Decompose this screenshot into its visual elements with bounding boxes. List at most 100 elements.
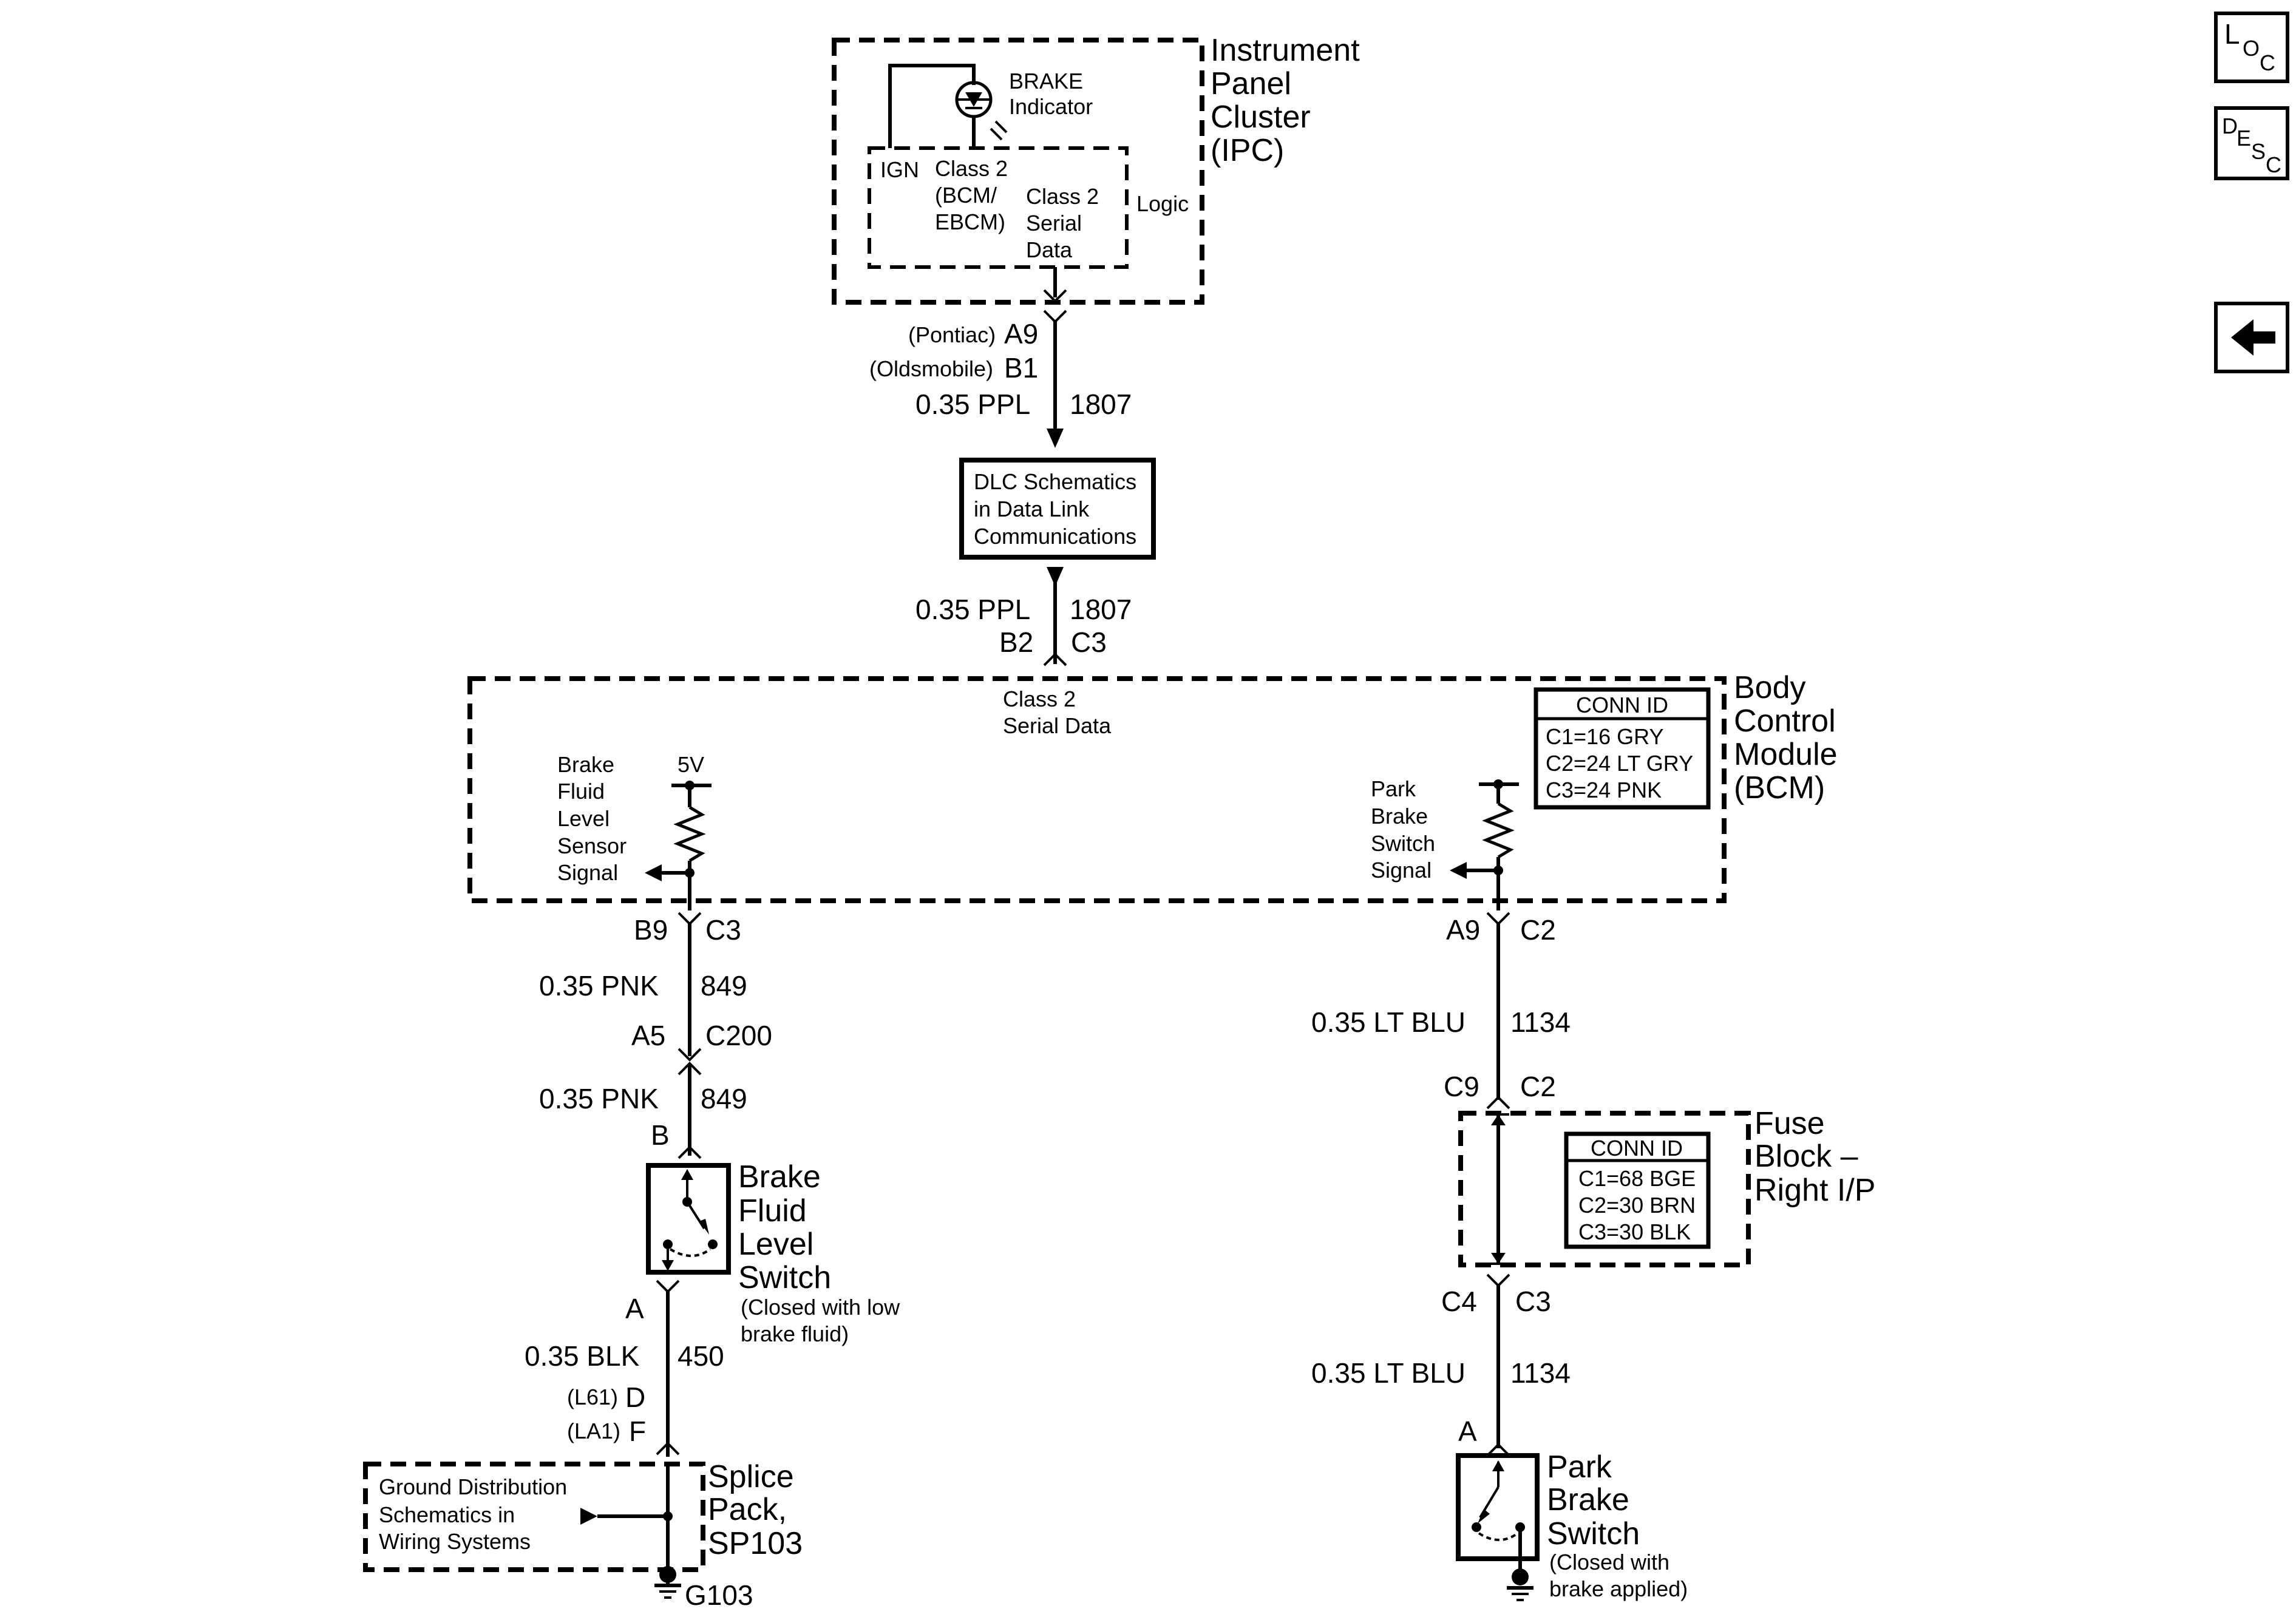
arrow-up-icon	[1491, 1114, 1506, 1125]
park-brake-switch-icon	[1456, 1453, 1540, 1577]
loc-icon-letter-c: C	[2260, 50, 2275, 75]
pullup-resistor-icon	[1450, 779, 1519, 910]
ipc-logic-boundary	[868, 146, 1129, 269]
ipc-connector-arrow	[1043, 289, 1067, 303]
ipc-title: Instrument Panel Cluster (IPC)	[1211, 33, 1368, 168]
ground-distribution-link[interactable]: Ground Distribution Schematics in Wiring…	[379, 1474, 597, 1554]
brake-fluid-switch-title: Brake Fluid Level Switch	[738, 1159, 831, 1295]
bcm-class2-label: Class 2 Serial Data	[1003, 686, 1112, 738]
dlc-schematics-link[interactable]: DLC Schematics in Data Link Communicatio…	[959, 458, 1156, 560]
desc-icon-letter-c: C	[2266, 152, 2281, 177]
ipc-to-dlc-circuit: (Pontiac) A9 (Oldsmobile) B1 0.35 PPL 18…	[869, 310, 1132, 448]
bcm-pin-a9: A9	[1446, 914, 1480, 946]
loc-icon-letter-o: O	[2243, 36, 2260, 61]
arrow-down-icon	[1047, 429, 1064, 448]
ign-label: IGN	[880, 157, 919, 182]
bcm-pin-b9: B9	[634, 914, 668, 946]
park-brake-circuit: A9 C2 0.35 LT BLU 1134 C9 C2 Fuse Block …	[1311, 912, 1875, 1601]
brake-fluid-signal-label: Brake Fluid Level Sensor Signal	[557, 752, 633, 885]
pin-pontiac: A9	[1004, 318, 1038, 350]
splice-pack-boundary	[363, 1462, 705, 1572]
splice-connector-icon	[656, 1442, 680, 1456]
bcm-conn-id-row: C1=16 GRY	[1546, 724, 1663, 749]
instrument-panel-cluster: Instrument Panel Cluster (IPC) BRAKE Ind…	[832, 33, 1368, 305]
bcm-conn-id-table: CONN ID C1=16 GRY C2=24 LT GRY C3=24 PNK	[1533, 687, 1711, 810]
wire-color-ppl: 0.35 PPL	[915, 388, 1030, 420]
wire-circuit-1134: 1134	[1510, 1006, 1571, 1038]
fuse-conn-id-table: CONN ID C1=68 BGE C2=30 BRN C3=30 BLK	[1564, 1131, 1711, 1249]
bcm-conn-id-header: CONN ID	[1576, 693, 1668, 717]
wire-circuit-450: 450	[678, 1340, 724, 1372]
wire-color-pnk-2: 0.35 PNK	[539, 1083, 659, 1114]
inline-conn-c200: C200	[705, 1020, 772, 1051]
brake-fluid-level-switch-icon	[646, 1163, 731, 1275]
logic-label: Logic	[1136, 191, 1189, 216]
fuse-block-title: Fuse Block – Right I/P	[1754, 1106, 1875, 1208]
brake-indicator-lamp-icon	[955, 81, 1008, 148]
fuse-conn-id-row: C2=30 BRN	[1578, 1193, 1696, 1218]
body-control-module: Body Control Module (BCM) Class 2 Serial…	[467, 670, 1846, 910]
c200-connector-icon	[678, 1048, 702, 1062]
fuse-in-connector-icon	[1486, 1096, 1510, 1110]
arrow-right-icon	[580, 1508, 597, 1525]
inline-pin-a5: A5	[631, 1020, 665, 1051]
park-brake-signal-label: Park Brake Switch Signal	[1371, 776, 1441, 883]
park-switch-connector-icon	[1486, 1443, 1510, 1457]
dlc-pin: B2	[999, 626, 1033, 658]
bcm-title: Body Control Module (BCM)	[1734, 670, 1846, 805]
dlc-to-bcm-circuit: 0.35 PPL 1807 B2 C3	[915, 567, 1132, 666]
arrow-down-icon-3	[1491, 1253, 1506, 1264]
wire-color-pnk: 0.35 PNK	[539, 970, 659, 1002]
fuse-pin-c4: C4	[1441, 1286, 1477, 1317]
park-brake-switch-title: Park Brake Switch	[1547, 1449, 1640, 1551]
park-brake-switch-note: (Closed with brake applied)	[1549, 1550, 1688, 1601]
splice-pack-title: Splice Pack, SP103	[708, 1459, 803, 1561]
wire-color-lt-blu: 0.35 LT BLU	[1311, 1006, 1466, 1038]
dlc-label: DLC Schematics in Data Link Communicatio…	[974, 469, 1143, 549]
wire-circuit-1134-2: 1134	[1510, 1357, 1571, 1389]
dlc-wire-color: 0.35 PPL	[915, 594, 1030, 625]
pin-olds: B1	[1004, 352, 1038, 384]
switch-pin-a: A	[625, 1293, 644, 1324]
loc-icon-letter-l: L	[2224, 18, 2240, 50]
fuse-conn-id-row: C1=68 BGE	[1578, 1166, 1696, 1191]
brake-fluid-switch-note: (Closed with low brake fluid)	[741, 1295, 906, 1346]
ign-feed-wire	[888, 64, 976, 148]
fuse-conn-c3: C3	[1515, 1286, 1551, 1317]
dlc-wire-circuit: 1807	[1070, 594, 1132, 625]
pin-pontiac-note: (Pontiac)	[908, 322, 996, 347]
back-arrow-icon[interactable]	[2214, 302, 2289, 373]
ground-label: G103	[685, 1579, 753, 1611]
wire-circuit-849: 849	[701, 970, 747, 1002]
switch-b-connector-icon	[678, 1145, 702, 1159]
fuse-conn-id-header: CONN ID	[1591, 1136, 1683, 1161]
desc-icon[interactable]: D E S C	[2214, 106, 2289, 180]
desc-icon-letter-d: D	[2222, 114, 2238, 138]
bcm-conn-c3: C3	[705, 914, 741, 946]
fuse-conn-id-row: C3=30 BLK	[1578, 1219, 1691, 1244]
bcm-conn-id-row: C2=24 LT GRY	[1546, 751, 1693, 776]
park-switch-pin-a: A	[1458, 1415, 1477, 1447]
fuse-block-boundary	[1458, 1111, 1751, 1267]
bcm-conn-id-row: C3=24 PNK	[1546, 778, 1662, 802]
brake-indicator-label: BRAKE Indicator	[1009, 69, 1093, 119]
pin-la1-note: (LA1)	[567, 1419, 620, 1443]
wire-circuit-1807: 1807	[1070, 388, 1132, 420]
desc-icon-letter-s: S	[2251, 139, 2266, 164]
ipc-boundary	[832, 38, 1204, 305]
wire-color-lt-blu-2: 0.35 LT BLU	[1311, 1357, 1466, 1389]
wire-color-blk: 0.35 BLK	[525, 1340, 640, 1372]
desc-icon-letter-e: E	[2237, 126, 2251, 151]
bcm-conn-c2: C2	[1520, 914, 1556, 946]
park-brake-ground-icon	[1507, 1568, 1533, 1601]
wire-circuit-849-2: 849	[701, 1083, 747, 1114]
class2-bcm-label: Class 2 (BCM/ EBCM)	[935, 156, 1014, 234]
switch-pin-b: B	[651, 1119, 670, 1151]
five-volt-label: 5V	[678, 752, 704, 777]
class2-serial-label: Class 2 Serial Data	[1026, 184, 1105, 262]
fuse-pin-c9: C9	[1444, 1071, 1479, 1102]
loc-icon[interactable]: L O C	[2214, 12, 2289, 83]
pin-l61: D	[625, 1381, 645, 1413]
